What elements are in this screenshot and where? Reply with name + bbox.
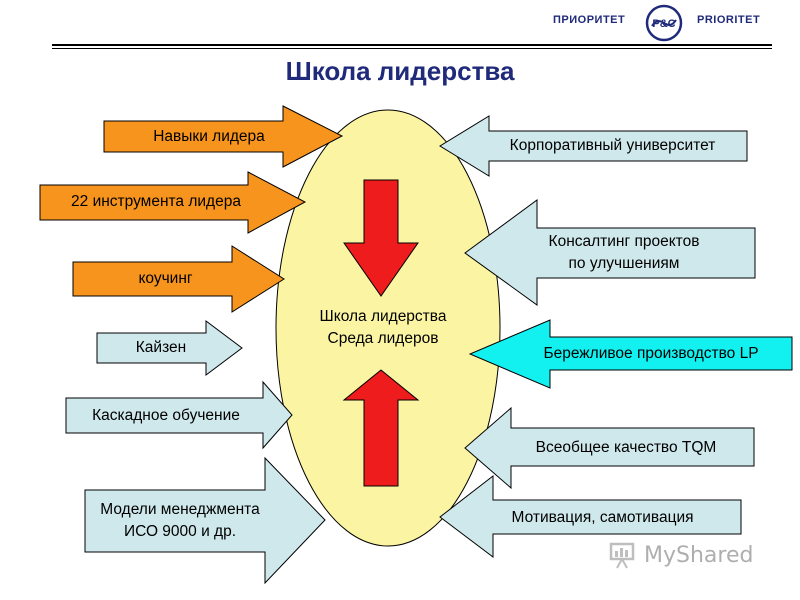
label-kaizen: Кайзен [135, 339, 187, 356]
right-arrow-corp-university [439, 115, 748, 177]
header-rule-thin [52, 48, 772, 49]
label-tqm: Всеобщее качество TQM [535, 439, 717, 456]
label-mgmt-models-2: ИСО 9000 и др. [123, 523, 237, 540]
label-consulting-2: по улучшениям [568, 255, 680, 272]
center-text-line1: Школа лидерства [319, 308, 447, 325]
label-corp-university: Корпоративный университет [509, 137, 716, 154]
brand-name-ru: ПРИОРИТЕТ [553, 14, 626, 26]
right-arrow-tqm [464, 406, 755, 490]
label-lean: Бережливое производство LP [543, 345, 759, 362]
header-rule-thick [52, 44, 772, 46]
label-motivation: Мотивация, самотивация [511, 509, 694, 526]
company-logo: P&C [645, 4, 683, 42]
presentation-icon [609, 542, 635, 569]
left-arrow-mgmt-models [84, 456, 326, 585]
label-consulting-1: Консалтинг проектов [548, 233, 700, 250]
down-arrow [343, 179, 419, 297]
right-arrow-consulting [464, 199, 756, 306]
right-arrow-motivation [439, 474, 742, 559]
logo-text: P&C [652, 18, 675, 30]
watermark-text: MyShared [644, 542, 754, 568]
left-arrow-coaching [72, 245, 285, 313]
left-arrow-cascade [65, 380, 293, 450]
label-22-tools: 22 инструмента лидера [71, 193, 241, 210]
label-mgmt-models-1: Модели менеджмента [100, 501, 260, 518]
label-leader-skills: Навыки лидера [153, 128, 265, 145]
left-arrow-22-tools [39, 171, 307, 234]
right-arrow-lean [468, 319, 793, 389]
center-text-line2: Среда лидеров [327, 330, 439, 347]
brand-name-en: PRIORITET [697, 14, 761, 26]
up-arrow [342, 369, 420, 487]
center-ellipse [275, 109, 501, 547]
watermark: MyShared [608, 538, 768, 572]
label-cascade: Каскадное обучение [92, 407, 240, 424]
left-arrow-leader-skills [103, 105, 344, 168]
label-coaching: коучинг [138, 270, 193, 287]
page-title: Школа лидерства [285, 56, 515, 86]
left-arrow-kaizen [96, 320, 243, 376]
